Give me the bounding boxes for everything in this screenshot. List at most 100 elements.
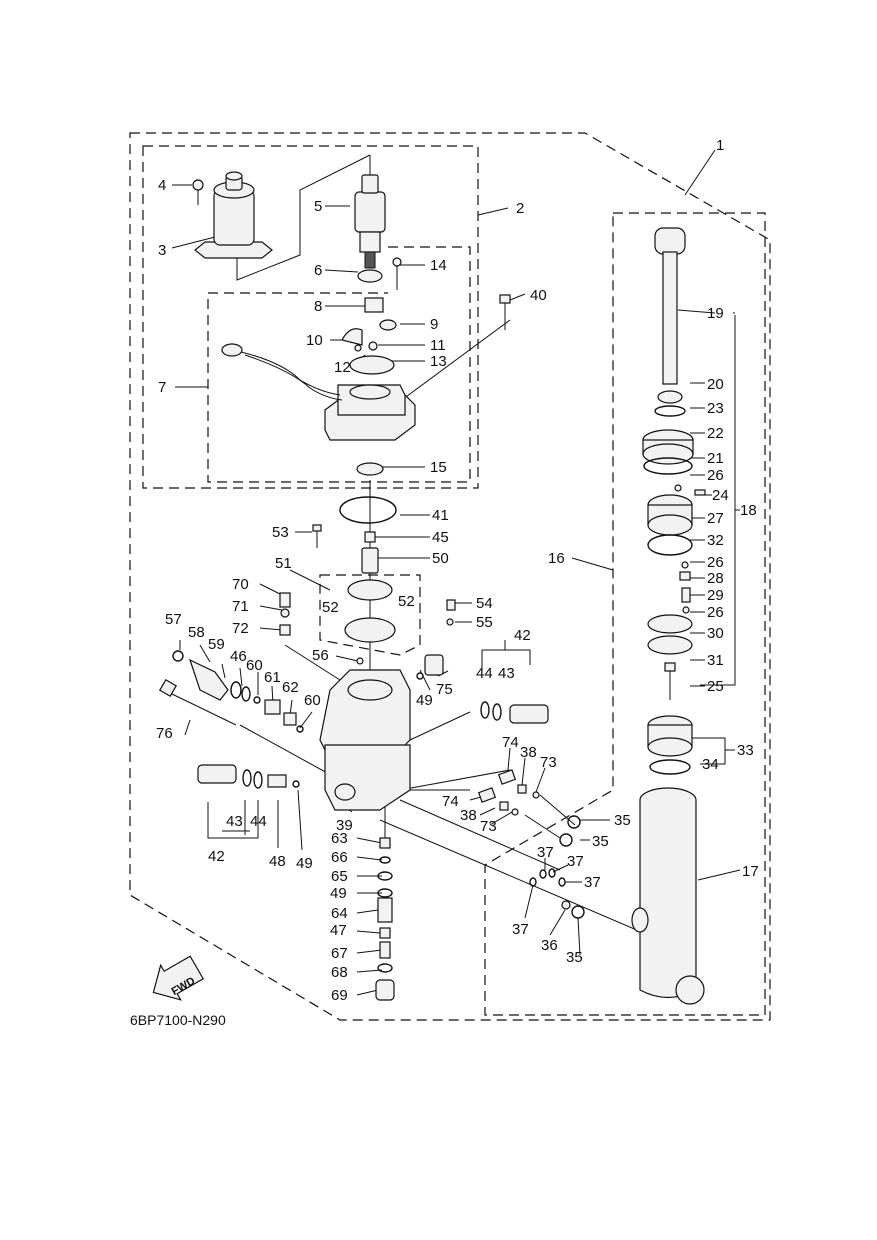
leader-lines — [171, 149, 741, 996]
callout-label: 57 — [165, 611, 182, 628]
callout-labels: 1 2 3 4 5 6 7 8 9 10 11 12 13 14 15 16 1… — [156, 137, 759, 1004]
part-39-tab — [334, 783, 356, 801]
part-17-cylinder-tube — [631, 787, 705, 1005]
callout-label: 67 — [331, 945, 348, 962]
callout-label: 5 — [314, 198, 322, 215]
part-8-brush — [364, 297, 384, 313]
part-42-filter-right — [509, 704, 549, 724]
callout-label: 75 — [436, 681, 453, 698]
part-26-ball-a — [674, 484, 682, 492]
callout-label: 26 — [707, 554, 724, 571]
part-37-ring-a — [539, 869, 547, 879]
part-75-plug — [424, 654, 444, 676]
part-22-cylinder-cap — [642, 429, 694, 465]
part-56-ball — [356, 657, 364, 665]
part-54-pin — [446, 599, 456, 611]
part-61-spring — [264, 699, 281, 715]
callout-label: 22 — [707, 425, 724, 442]
part-37-ring-b — [548, 868, 556, 878]
callout-label: 48 — [269, 853, 286, 870]
callout-label: 26 — [707, 604, 724, 621]
part-28-valve — [679, 571, 691, 581]
callout-label: 60 — [246, 657, 263, 674]
part-73-ball-lower — [511, 808, 519, 816]
callout-label: 39 — [336, 817, 353, 834]
callout-label: 17 — [742, 863, 759, 880]
part-71-ball — [280, 608, 290, 618]
callout-label: 35 — [614, 812, 631, 829]
part-46-o-ring — [241, 686, 251, 702]
callout-label: 9 — [430, 316, 438, 333]
callout-label: 51 — [275, 555, 292, 572]
part-9-brush — [379, 319, 397, 331]
callout-label: 3 — [158, 242, 166, 259]
callout-label: 37 — [584, 874, 601, 891]
callout-label: 54 — [476, 595, 493, 612]
part-5-armature — [354, 174, 386, 269]
assembly-2-boundary — [142, 145, 479, 489]
callout-label: 43 — [226, 813, 243, 830]
part-36-ball — [561, 900, 571, 910]
part-49-ring-right — [416, 672, 424, 680]
callout-label: 20 — [707, 376, 724, 393]
callout-label: 7 — [158, 379, 166, 396]
callout-label: 73 — [540, 754, 557, 771]
callout-label: 36 — [541, 937, 558, 954]
part-74-spring-upper — [497, 769, 517, 785]
callout-label: 25 — [707, 678, 724, 695]
callout-label: 23 — [707, 400, 724, 417]
part-34-o-ring — [649, 759, 691, 775]
callout-label: 18 — [740, 502, 757, 519]
part-43-o-ring-left — [242, 769, 252, 787]
callout-label: 49 — [416, 692, 433, 709]
part-57-circlip — [172, 650, 184, 662]
part-13-brush-plate — [349, 355, 395, 375]
callout-label: 59 — [208, 636, 225, 653]
callout-label: 41 — [432, 507, 449, 524]
assembly-7-boundary — [207, 246, 471, 483]
part-43-o-ring-right — [492, 703, 502, 721]
part-valve-body — [319, 669, 411, 811]
part-35-ring-b — [559, 833, 573, 847]
callout-label: 55 — [476, 614, 493, 631]
part-45-spring — [364, 531, 376, 543]
part-41-o-ring — [339, 496, 397, 524]
part-30-washer — [647, 614, 693, 634]
part-11-spring — [368, 341, 378, 351]
part-60-ring — [253, 696, 261, 704]
part-20-dust-seal — [657, 390, 683, 404]
callout-label: 13 — [430, 353, 447, 370]
callout-label: 58 — [188, 624, 205, 641]
callout-label: 38 — [460, 807, 477, 824]
callout-label: 52 — [398, 593, 415, 610]
callout-label: 4 — [158, 177, 166, 194]
callout-label: 63 — [331, 830, 348, 847]
callout-label: 60 — [304, 692, 321, 709]
part-27-piston — [647, 494, 693, 536]
part-19-piston-rod — [654, 227, 686, 385]
part-12-spring — [354, 344, 362, 352]
part-35-ring-a — [567, 815, 581, 829]
part-23-o-ring — [654, 405, 686, 417]
callout-label: 40 — [530, 287, 547, 304]
callout-label: 37 — [537, 844, 554, 861]
part-63-69-stack — [375, 837, 395, 1001]
callout-label: 72 — [232, 620, 249, 637]
part-70-spring — [279, 592, 291, 608]
callout-label: 21 — [707, 450, 724, 467]
part-37-ring-c — [558, 877, 566, 887]
part-15-washer — [356, 462, 384, 476]
callout-label: 43 — [498, 665, 515, 682]
part-76-bolt — [158, 678, 237, 726]
part-38-plug-lower — [499, 801, 509, 811]
callout-label: 68 — [331, 964, 348, 981]
callout-label: 70 — [232, 576, 249, 593]
callout-label: 49 — [330, 885, 347, 902]
callout-label: 46 — [230, 648, 247, 665]
callout-label: 35 — [592, 833, 609, 850]
callout-label: 47 — [330, 922, 347, 939]
part-73-ball-upper — [532, 791, 540, 799]
part-44-o-ring-right — [480, 701, 490, 719]
part-74-spring-lower — [477, 787, 497, 803]
